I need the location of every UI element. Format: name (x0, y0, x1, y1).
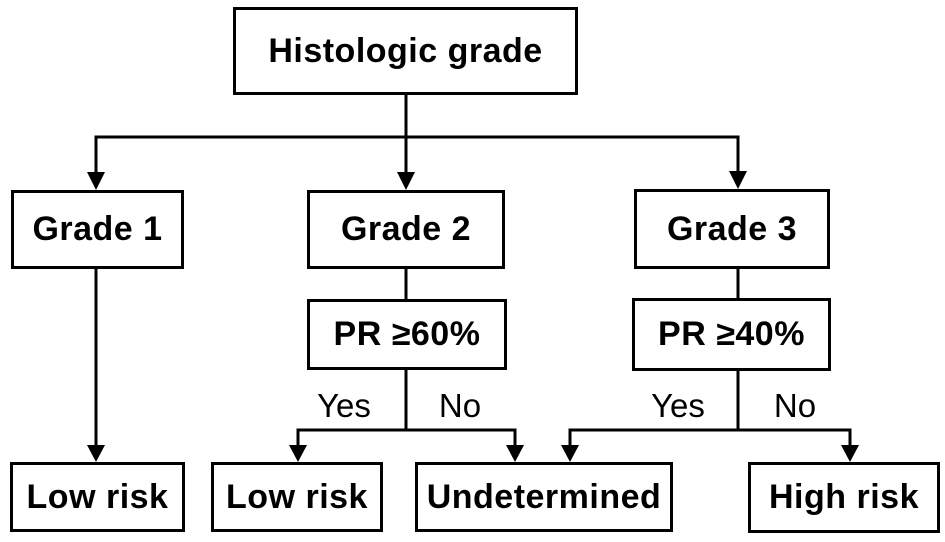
node-low-risk-1: Low risk (10, 462, 185, 532)
node-high-risk: High risk (748, 462, 940, 533)
node-undetermined: Undetermined (415, 462, 673, 532)
arrowhead-lowrisk1 (87, 445, 105, 462)
edge-root-branch (94, 135, 740, 176)
node-pr-60: PR ≥60% (307, 299, 507, 370)
arrowhead-undetermined-left (506, 445, 524, 462)
arrowhead-grade1 (87, 172, 105, 190)
arrowhead-undetermined-right (561, 445, 579, 462)
edge-label-grade2-no: No (438, 387, 482, 424)
node-grade-3: Grade 3 (634, 189, 830, 269)
node-grade-1: Grade 1 (11, 190, 184, 269)
edge-pr40-split (568, 428, 852, 448)
edge-label-grade3-yes: Yes (651, 387, 705, 424)
arrowhead-lowrisk2 (289, 445, 307, 462)
edge-label-grade2-yes: Yes (317, 387, 371, 424)
node-histologic-grade: Histologic grade (233, 7, 578, 95)
edge-label-grade3-no: No (773, 387, 817, 424)
arrowhead-grade3 (729, 171, 747, 189)
edge-pr60-split (296, 428, 517, 448)
node-low-risk-2: Low risk (211, 462, 383, 532)
node-pr-40: PR ≥40% (632, 298, 831, 371)
node-grade-2: Grade 2 (307, 190, 505, 269)
arrowhead-highrisk (841, 445, 859, 462)
arrowhead-grade2 (397, 172, 415, 190)
